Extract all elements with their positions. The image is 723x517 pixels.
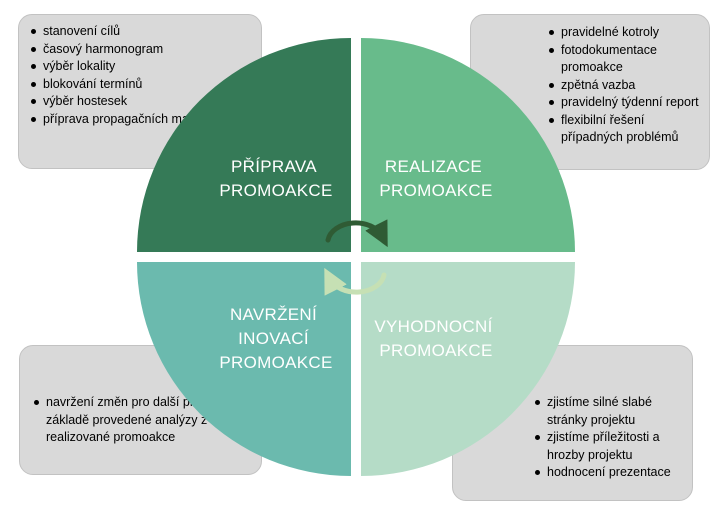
list-item: stanovení cílů — [29, 23, 251, 41]
quadrant-label-evaluation: VYHODNOCNÍ PROMOAKCE — [374, 317, 497, 360]
list-item: pravidelné kotroly — [547, 24, 701, 42]
list-item: flexibilní řešení případných problémů — [547, 112, 701, 147]
list-item: hodnocení prezentace — [533, 464, 684, 482]
list-item: zjistíme příležitosti a hrozby projektu — [533, 429, 684, 464]
quadrant-innovation — [137, 262, 351, 476]
list-item: výběr lokality — [29, 58, 251, 76]
tasks-box-realization: pravidelné kotroly fotodokumentace promo… — [470, 14, 710, 170]
list-item: zjistíme silné slabé stránky projektu — [533, 394, 684, 429]
list-item: výběr hostesek — [29, 93, 251, 111]
tasks-list-preparation: stanovení cílů časový harmonogram výběr … — [29, 23, 251, 128]
list-item: pravidelný týdenní report — [547, 94, 701, 112]
quadrant-evaluation — [361, 262, 575, 476]
tasks-list-evaluation: zjistíme silné slabé stránky projektu zj… — [533, 394, 684, 482]
quadrant-realization — [361, 38, 575, 252]
tasks-list-realization: pravidelné kotroly fotodokumentace promo… — [547, 24, 701, 147]
cycle-arrow-dark-icon — [325, 219, 388, 248]
quadrant-label-realization: REALIZACE PROMOAKCE — [379, 157, 492, 200]
list-item: blokování termínů — [29, 76, 251, 94]
quadrant-label-preparation: PŘÍPRAVA PROMOAKCE — [219, 157, 332, 200]
list-item: fotodokumentace promoakce — [547, 42, 701, 77]
quadrant-preparation — [137, 38, 351, 252]
cycle-arrow-light-icon — [324, 267, 387, 296]
quadrant-label-innovation: NAVRŽENÍ INOVACÍ PROMOAKCE — [219, 305, 332, 372]
list-item: zpětná vazba — [547, 77, 701, 95]
list-item: příprava propagačních materiálů — [29, 111, 251, 129]
list-item: časový harmonogram — [29, 41, 251, 59]
